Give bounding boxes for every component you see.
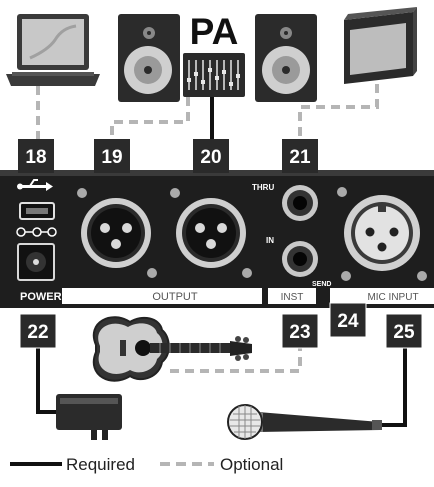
callout-22: 22: [19, 313, 57, 349]
optional-line-amp: [298, 84, 379, 140]
required-line-power: [36, 344, 58, 414]
inst-label: INST: [281, 292, 304, 303]
connection-lines: [36, 84, 407, 427]
callout-number: 22: [27, 322, 48, 343]
guitar-icon: [92, 316, 252, 382]
callout-24: 24: [329, 302, 367, 338]
xlr-output-right: [170, 188, 252, 278]
dc-polarity-icon: [16, 227, 57, 237]
legend: Required Optional: [10, 455, 283, 474]
power-jack: [17, 243, 55, 281]
callout-18: 18: [18, 139, 54, 173]
pa-title: PA: [190, 11, 239, 52]
legend-required-label: Required: [66, 455, 135, 474]
in-label: IN: [266, 236, 274, 245]
power-label: POWER: [20, 291, 62, 303]
usb-port: [17, 179, 55, 220]
callout-number: 21: [289, 147, 311, 168]
callout-20: 20: [193, 139, 229, 173]
mic-input-label: MIC INPUT: [367, 292, 418, 303]
laptop-icon: [6, 14, 100, 86]
microphone-icon: [227, 404, 382, 440]
output-label: OUTPUT: [152, 291, 198, 303]
callout-number: 24: [337, 311, 359, 332]
callout-number: 23: [289, 322, 310, 343]
callout-number: 20: [200, 147, 221, 168]
callout-19: 19: [94, 139, 130, 173]
usb-icon: [17, 179, 53, 191]
callout-number: 25: [393, 322, 415, 343]
thru-jack: [282, 185, 318, 221]
legend-optional-label: Optional: [220, 455, 283, 474]
callout-25: 25: [385, 313, 423, 349]
send-label: SEND: [312, 281, 331, 288]
callout-23: 23: [281, 313, 319, 349]
mic-input-jack: [337, 187, 427, 281]
speaker-icon: [255, 14, 317, 102]
thru-label: THRU: [252, 183, 274, 192]
callout-21: 21: [282, 139, 318, 173]
inst-in-jack: [282, 241, 318, 277]
callout-number: 19: [101, 147, 122, 168]
callout-number: 18: [25, 147, 46, 168]
mixer-icon: [183, 53, 245, 97]
speaker-icon: [118, 14, 180, 102]
amplifier-icon: [344, 7, 417, 84]
xlr-output-left: [77, 188, 157, 278]
optional-line-output-left: [110, 97, 190, 140]
power-adapter-icon: [56, 394, 122, 440]
required-line-mic: [382, 346, 407, 427]
